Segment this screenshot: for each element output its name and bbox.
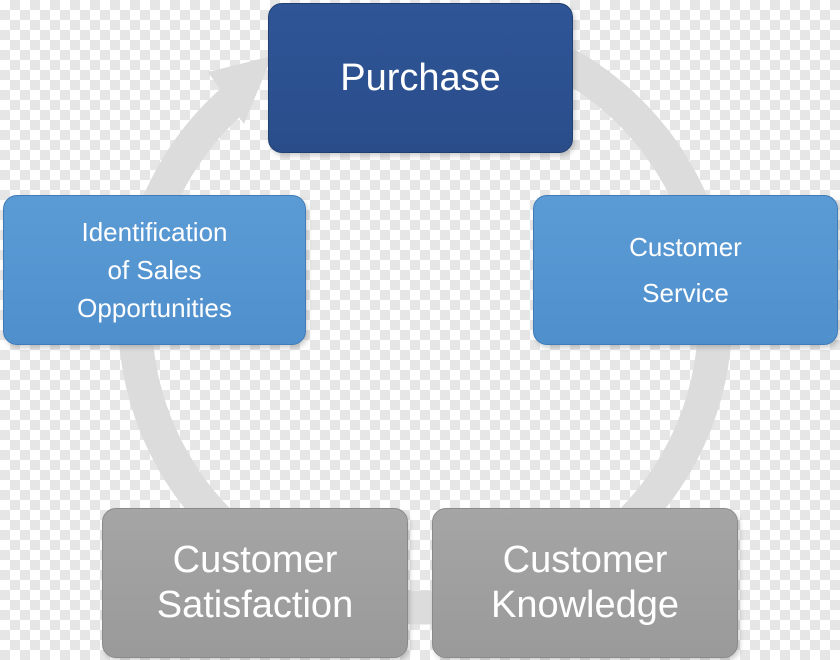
cycle-arrowhead [208, 56, 272, 124]
identification-node: Identification of Sales Opportunities [3, 195, 306, 345]
customer-service-label-line-1: Customer [629, 232, 742, 262]
customer-knowledge-label-line-2: Knowledge [490, 584, 680, 626]
purchase-node: Purchase [268, 3, 573, 153]
identification-label-line-3: Opportunities [77, 293, 232, 323]
identification-label-line-1: Identification [81, 217, 228, 247]
purchase-label: Purchase [340, 56, 501, 99]
customer-satisfaction-label-line-2: Satisfaction [156, 584, 354, 626]
customer-satisfaction-label-line-1: Customer [172, 539, 338, 581]
customer-knowledge-node: Customer Knowledge [432, 508, 738, 658]
identification-label-line-2: of Sales [107, 255, 202, 285]
customer-service-node: Customer Service [533, 195, 838, 345]
customer-service-label-line-2: Service [642, 278, 729, 308]
customer-knowledge-label-line-1: Customer [502, 539, 668, 581]
customer-satisfaction-node: Customer Satisfaction [102, 508, 408, 658]
